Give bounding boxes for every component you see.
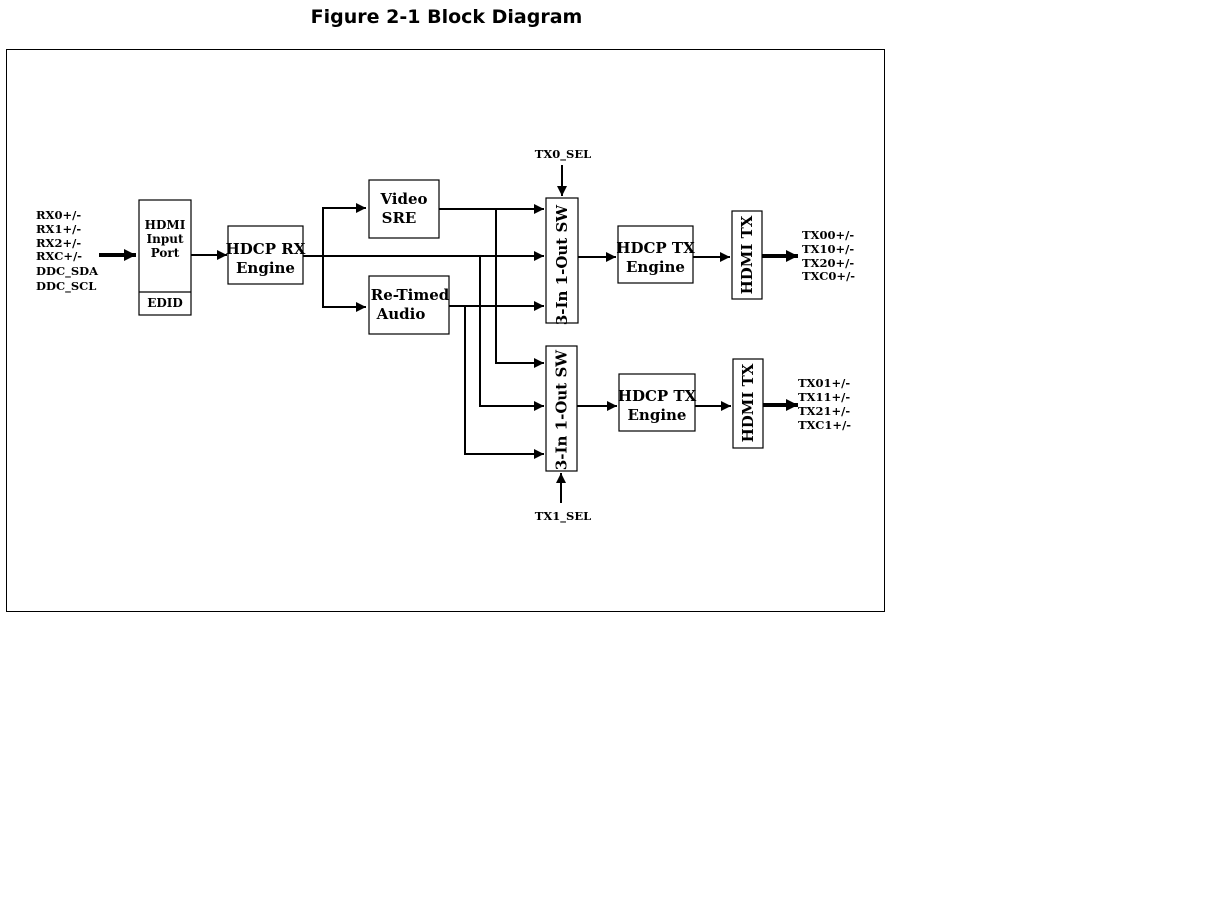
output-signal-label: TX01+/-	[798, 376, 850, 390]
output-signal-label: TXC0+/-	[802, 269, 855, 283]
wire-hdcp-rx-to-retimed-audio	[322, 256, 366, 312]
output-signal-label: TX20+/-	[802, 256, 854, 270]
output-signal-label: TX21+/-	[798, 404, 850, 418]
retimed-audio-label: Audio	[376, 305, 426, 323]
hdcp-rx-label: Engine	[236, 259, 295, 277]
hdmi-tx-0-label: HDMI TX	[738, 215, 756, 294]
wire-video-sre-to-switch-1	[495, 209, 544, 368]
hdmi-input-label: Input	[147, 232, 184, 246]
retimed-audio-label: Re-Timed	[371, 286, 450, 304]
hdcp-tx-0-block: HDCP TX Engine	[616, 225, 695, 284]
input-signal-label: RXC+/-	[36, 249, 82, 263]
switch-0-block: 3-In 1-Out SW	[545, 197, 579, 325]
output-signal-label: TX00+/-	[802, 228, 854, 242]
input-signal-label: DDC_SCL	[36, 279, 96, 294]
input-signal-label: RX1+/-	[36, 222, 81, 236]
video-sre-block: Video SRE	[368, 179, 440, 239]
hdcp-rx-label: HDCP RX	[226, 240, 306, 258]
output-signal-label: TX11+/-	[798, 390, 850, 404]
switch-1-block: 3-In 1-Out SW	[545, 345, 578, 472]
hdcp-tx-1-label: Engine	[628, 406, 687, 424]
wire-hdcp-rx-to-video-sre	[303, 203, 366, 257]
input-signal-label: RX0+/-	[36, 208, 81, 222]
wire-audio-to-switch-1	[464, 306, 544, 459]
diagram-frame	[6, 49, 885, 612]
hdmi-tx-1-label: HDMI TX	[739, 363, 757, 442]
hdcp-tx-1-block: HDCP TX Engine	[618, 373, 697, 432]
hdcp-tx-1-label: HDCP TX	[618, 387, 697, 405]
hdcp-rx-engine-block: HDCP RX Engine	[226, 225, 306, 285]
hdmi-input-port-block: HDMI Input Port EDID	[138, 199, 192, 316]
output-signal-label: TX10+/-	[802, 242, 854, 256]
hdmi-tx-1-block: HDMI TX	[732, 358, 764, 449]
hdcp-tx-0-label: Engine	[626, 258, 685, 276]
retimed-audio-block: Re-Timed Audio	[368, 275, 450, 335]
output-1-signals: TX01+/- TX11+/- TX21+/- TXC1+/-	[798, 376, 851, 432]
switch-1-label: 3-In 1-Out SW	[553, 349, 571, 470]
hdmi-input-label: Port	[151, 246, 180, 260]
output-0-signals: TX00+/- TX10+/- TX20+/- TXC0+/-	[802, 228, 855, 283]
output-signal-label: TXC1+/-	[798, 418, 851, 432]
switch-0-label: 3-In 1-Out SW	[553, 204, 571, 325]
hdmi-input-label: HDMI	[145, 218, 186, 232]
input-signals: RX0+/- RX1+/- RX2+/- RXC+/- DDC_SDA DDC_…	[36, 208, 99, 294]
video-sre-label: SRE	[382, 209, 417, 227]
input-signal-label: DDC_SDA	[36, 264, 99, 279]
tx0-sel-label: TX0_SEL	[535, 147, 591, 162]
tx1-sel-label: TX1_SEL	[535, 509, 591, 524]
wire-hdcp-rx-to-switch-1	[479, 256, 544, 411]
hdcp-tx-0-label: HDCP TX	[616, 239, 695, 257]
hdmi-tx-0-block: HDMI TX	[731, 210, 763, 300]
video-sre-label: Video	[379, 190, 427, 208]
figure-title: Figure 2-1 Block Diagram	[310, 6, 583, 28]
input-signal-label: RX2+/-	[36, 236, 81, 250]
edid-label: EDID	[147, 296, 183, 310]
